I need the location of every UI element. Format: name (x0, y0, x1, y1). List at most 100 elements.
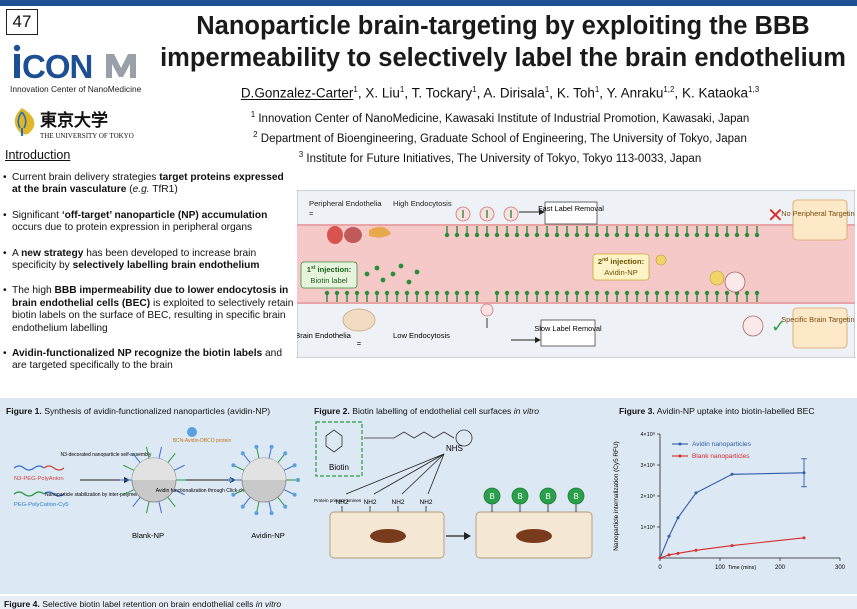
author-name: K. Kataoka (682, 85, 749, 101)
figure4-caption: Figure 4. Selective biotin label retenti… (4, 599, 282, 609)
data-point (676, 516, 680, 520)
iconm-logo: CON Innovation Center of NanoMedicine (10, 44, 142, 94)
y-tick-label: 3×10⁹ (641, 463, 655, 469)
legend-marker (678, 454, 682, 458)
biotin-head (374, 290, 380, 296)
utokyo-logo: 東京大学 THE UNIVERSITY OF TOKYO (14, 108, 134, 140)
biotin-bead-letter: B (489, 492, 494, 501)
avidin-protein (240, 504, 245, 509)
affiliation-line: 2 Department of Bioengineering, Graduate… (253, 129, 747, 145)
biotin-head (714, 290, 720, 296)
polymer-strand (132, 453, 141, 464)
biotin-head (644, 290, 650, 296)
svg-text:東京大学: 東京大学 (40, 110, 108, 131)
polymer-strand (173, 464, 185, 471)
biotin-head (574, 232, 580, 238)
avidin-protein (283, 451, 288, 456)
biotin-head (524, 232, 530, 238)
biotin-head (484, 232, 490, 238)
biotin-head (744, 290, 750, 296)
svg-text:No Peripheral Targeting: No Peripheral Targeting (781, 209, 855, 218)
data-point (667, 553, 671, 557)
biotin-head (514, 290, 520, 296)
svg-text:Specific Brain Targeting: Specific Brain Targeting (781, 315, 855, 324)
biotin-head (464, 232, 470, 238)
title-line-1: Nanoparticle brain-targeting by exploiti… (196, 12, 810, 40)
intro-bullet: Avidin-functionalized NP recognize the b… (2, 348, 294, 373)
biotin-head (614, 290, 620, 296)
series-line-avidin (659, 472, 805, 559)
svg-text:Avidin functionalization throu: Avidin functionalization through Click-c… (156, 488, 261, 494)
avidin-protein (269, 511, 274, 516)
biotin-head (564, 290, 570, 296)
biotin-bead (483, 487, 501, 505)
biotin-head (664, 290, 670, 296)
y-axis-label: Nanoparticle internalization (Cy5 RFU) (613, 441, 620, 550)
biotin-head (324, 290, 330, 296)
biotin-head (654, 232, 660, 238)
polymer-strand (158, 446, 163, 459)
iconm-subtitle: Innovation Center of NanoMedicine (10, 84, 142, 94)
biotin-head (624, 290, 630, 296)
polymer-strand (255, 501, 260, 514)
legend-marker (678, 442, 682, 446)
biotin-head (564, 232, 570, 238)
biotin-head (704, 232, 710, 238)
avidin-protein (292, 492, 297, 497)
figure1-caption: Figure 1. Synthesis of avidin-functional… (6, 406, 271, 416)
biotin-bead-letter: B (573, 492, 578, 501)
biotin-head (594, 290, 600, 296)
biotin-head (684, 290, 690, 296)
biotin-head (364, 290, 370, 296)
biotin-head (474, 232, 480, 238)
author-affiliation-mark: 1 (472, 85, 477, 94)
amine-label: NH2 (420, 499, 433, 506)
biotin-head (754, 290, 760, 296)
polymer-strand (233, 489, 245, 496)
introduction-bullets: Current brain delivery strategies target… (2, 172, 294, 386)
svg-text:NHS: NHS (446, 444, 463, 453)
biotin-head (574, 290, 580, 296)
svg-text:Low Endocytosis: Low Endocytosis (393, 331, 450, 340)
biotin-head (654, 290, 660, 296)
biotin-head (504, 290, 510, 296)
avidin-protein (231, 492, 236, 497)
svg-text:THE UNIVERSITY OF TOKYO: THE UNIVERSITY OF TOKYO (40, 132, 134, 140)
data-point (658, 556, 662, 560)
author-affiliation-mark: 1 (594, 85, 600, 94)
svg-text:Biotin label: Biotin label (310, 276, 347, 285)
svg-text:=: = (309, 209, 314, 218)
amine-label: NH2 (336, 499, 349, 506)
polymer-strand (173, 489, 185, 496)
biotin-head (454, 232, 460, 238)
svg-text:Biotin: Biotin (329, 463, 349, 472)
biotin-head (384, 290, 390, 296)
x-tick-label: 0 (658, 565, 662, 571)
svg-text:Slow Label Removal: Slow Label Removal (534, 324, 602, 333)
affiliation-list: 1 Innovation Center of NanoMedicine, Kaw… (180, 107, 820, 166)
legend-label: Avidin nanoparticles (692, 441, 752, 448)
avidin-protein (228, 478, 232, 482)
polymer-strand (123, 489, 135, 496)
author-list: D.Gonzalez-Carter1, X. Liu1, T. Tockary1… (240, 85, 760, 101)
biotin-head (454, 290, 460, 296)
y-tick-label: 2×10⁹ (641, 494, 655, 500)
biotin-head (734, 232, 740, 238)
polymer-strand (132, 496, 141, 507)
affiliation-line: 1 Innovation Center of NanoMedicine, Kaw… (250, 110, 750, 125)
biotin-head (464, 290, 470, 296)
author-name: A. Dirisala (483, 85, 545, 101)
biotin-head (724, 232, 730, 238)
data-point (676, 551, 680, 555)
svg-text:Blank-NP: Blank-NP (132, 531, 164, 540)
data-point (694, 491, 698, 495)
biotin-head (544, 290, 550, 296)
biotin-head (524, 290, 530, 296)
biotin-head (434, 290, 440, 296)
x-tick-label: 300 (835, 565, 846, 571)
biotin-bead-letter: B (517, 492, 522, 501)
polymer-strand (167, 453, 176, 464)
biotin-head (744, 232, 750, 238)
svg-text:High Endocytosis: High Endocytosis (393, 199, 452, 208)
